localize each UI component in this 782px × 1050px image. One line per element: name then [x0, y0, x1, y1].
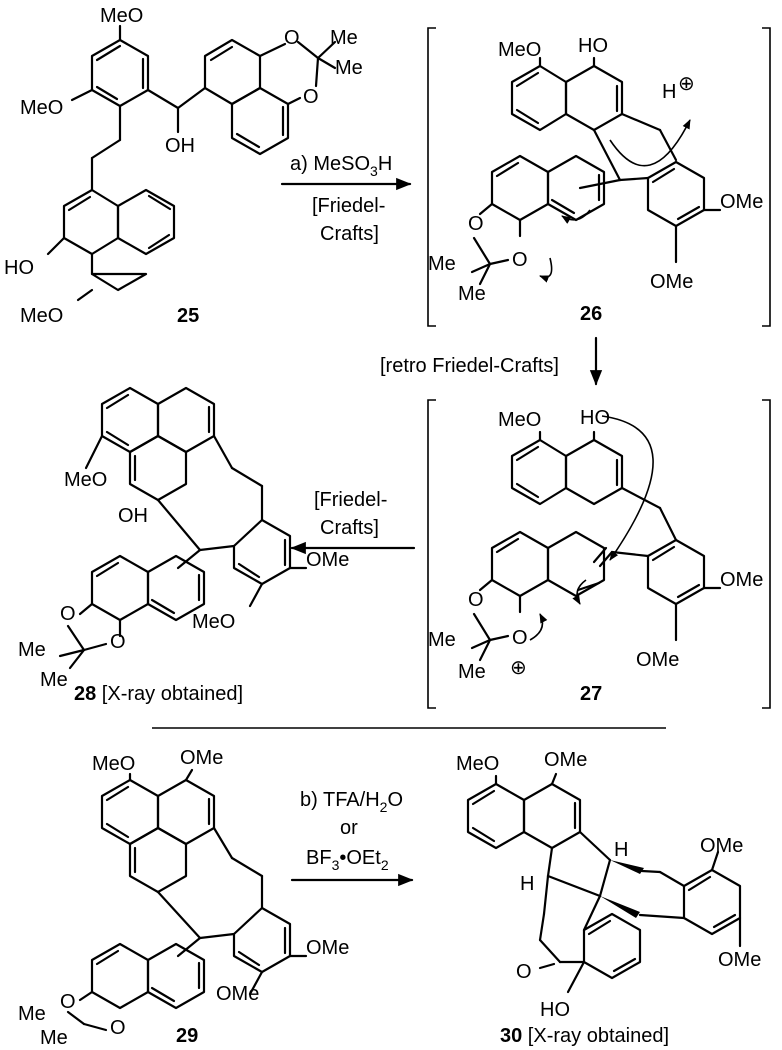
- o-label: O: [516, 961, 532, 983]
- h-label: H: [520, 873, 534, 895]
- step4-arrow: b) TFA/H2O or BF3•OEt2: [290, 789, 414, 887]
- me-label: Me: [18, 1003, 46, 1025]
- step1-reagent: a) MeSO3H: [290, 153, 392, 179]
- compound-25-number: 25: [177, 305, 199, 327]
- o-label: O: [512, 249, 528, 271]
- step1-condition: Crafts]: [320, 223, 379, 245]
- ome-label: OMe: [306, 549, 349, 571]
- me-label: Me: [40, 1027, 68, 1049]
- ho-label: HO: [4, 257, 34, 279]
- meo-label: MeO: [498, 39, 541, 61]
- meo-label: MeO: [498, 409, 541, 431]
- me-label: Me: [458, 661, 486, 683]
- meo-label: MeO: [192, 611, 235, 633]
- me-label: Me: [458, 283, 486, 305]
- o-label: O: [110, 631, 126, 653]
- compound-28: MeO OH OMe MeO O O Me Me 28 [X-ray obtai…: [18, 386, 349, 705]
- ome-label: OMe: [720, 191, 763, 213]
- ome-label: OMe: [216, 983, 259, 1005]
- compound-25: MeO MeO OH O O Me Me HO: [4, 5, 363, 327]
- h-label: H: [614, 839, 628, 861]
- compound-26: MeO HO H ⊕ OMe OMe O O: [427, 27, 771, 327]
- oh-label: OH: [165, 135, 195, 157]
- ome-label: OMe: [180, 747, 223, 769]
- ome-label: OMe: [650, 271, 693, 293]
- compound-28-caption: 28 [X-ray obtained]: [74, 683, 243, 705]
- oh-label: OH: [118, 505, 148, 527]
- compound-29: MeO OMe OMe OMe O O Me Me 29: [18, 747, 349, 1049]
- step1-condition: [Friedel-: [312, 195, 385, 217]
- h-label: H: [662, 81, 676, 103]
- meo-label: MeO: [456, 753, 499, 775]
- plus-label: ⊕: [678, 73, 695, 95]
- o-label: O: [468, 213, 484, 235]
- me-label: Me: [428, 629, 456, 651]
- compound-26-number: 26: [580, 303, 602, 325]
- meo-label: MeO: [100, 5, 143, 27]
- ome-label: OMe: [700, 835, 743, 857]
- ome-label: OMe: [306, 937, 349, 959]
- step1-arrow: a) MeSO3H [Friedel- Crafts]: [280, 153, 412, 245]
- compound-30: MeO OMe H H O HO: [456, 749, 761, 1047]
- compound-30-caption: 30 [X-ray obtained]: [500, 1025, 669, 1047]
- ome-label: OMe: [544, 749, 587, 771]
- o-label: O: [60, 603, 76, 625]
- me-label: Me: [18, 639, 46, 661]
- o-label: O: [110, 1017, 126, 1039]
- compound-27-number: 27: [580, 683, 602, 705]
- ho-label: HO: [578, 35, 608, 57]
- o-label: O: [512, 627, 528, 649]
- o-label: O: [60, 991, 76, 1013]
- step4-reagent: b) TFA/H2O: [300, 789, 403, 815]
- meo-label: MeO: [20, 97, 63, 119]
- ome-label: OMe: [720, 569, 763, 591]
- ome-label: OMe: [718, 949, 761, 971]
- step4-condition: or: [340, 817, 358, 839]
- me-label: Me: [335, 57, 363, 79]
- plus-label: ⊕: [510, 657, 527, 679]
- o-label: O: [468, 589, 484, 611]
- me-label: Me: [330, 27, 358, 49]
- compound-29-number: 29: [176, 1025, 198, 1047]
- compound-27: MeO HO OMe OMe O O: [427, 399, 771, 709]
- step2-condition: [retro Friedel-Crafts]: [380, 355, 559, 377]
- ho-label: HO: [580, 407, 610, 429]
- me-label: Me: [40, 669, 68, 691]
- o-label: O: [284, 27, 300, 49]
- meo-label: MeO: [64, 469, 107, 491]
- step3-condition: Crafts]: [320, 517, 379, 539]
- me-label: Me: [428, 253, 456, 275]
- ho-label: HO: [540, 999, 570, 1021]
- o-label: O: [303, 86, 319, 108]
- step3-arrow: [Friedel- Crafts]: [290, 489, 416, 555]
- step2-arrow: [retro Friedel-Crafts]: [380, 336, 603, 386]
- step4-reagent-alt: BF3•OEt2: [306, 847, 389, 873]
- meo-label: MeO: [92, 753, 135, 775]
- step3-condition: [Friedel-: [314, 489, 387, 511]
- ome-label: OMe: [636, 649, 679, 671]
- meo-label: MeO: [20, 305, 63, 327]
